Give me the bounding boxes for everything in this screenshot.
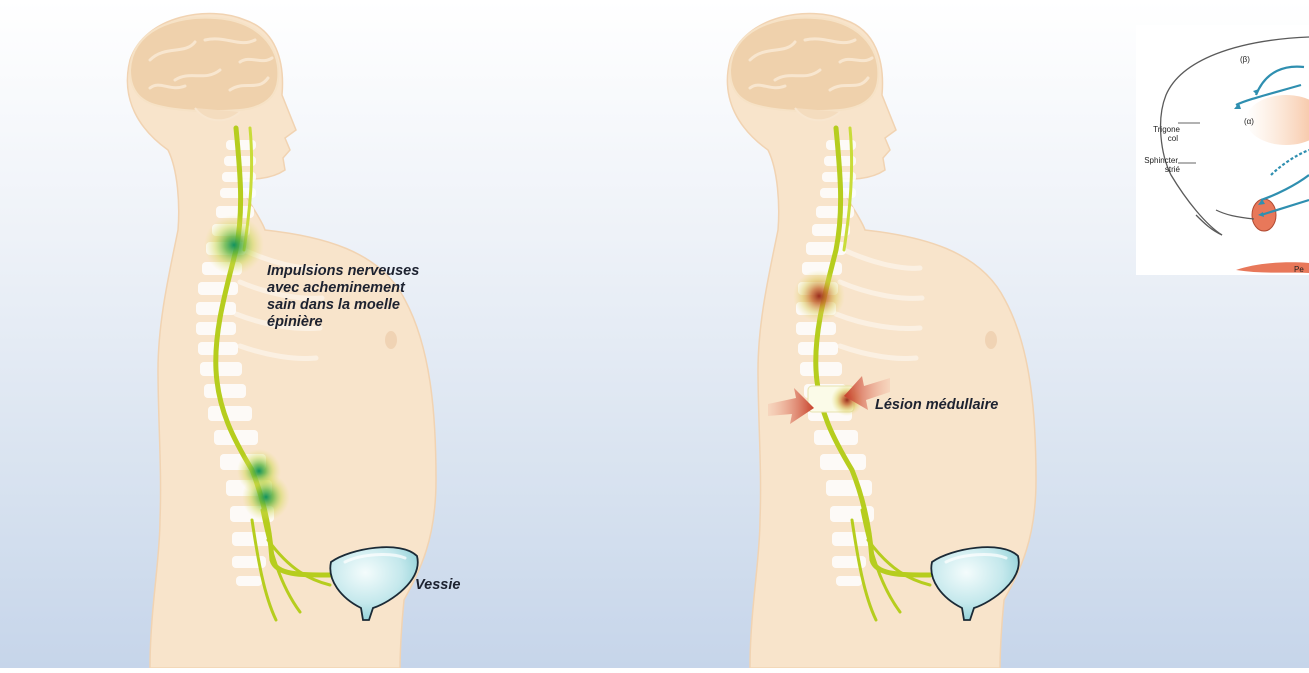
right-panel-lesion: Lésion médullaire: [600, 0, 1140, 668]
impulse-glow-lower-2: [242, 473, 290, 521]
bladder-label: Vessie: [415, 577, 460, 594]
inset-diagram: [1136, 25, 1309, 275]
sphincter-label: Sphincter: [1140, 156, 1178, 165]
healthy-body-illustration: [0, 0, 650, 668]
pelvic-partial-label: Pe: [1294, 265, 1304, 274]
beta-label: (β): [1240, 55, 1250, 64]
col-label: col: [1146, 134, 1178, 143]
impulse-glow-red: [793, 270, 845, 322]
alpha-label: (α): [1244, 117, 1254, 126]
impulse-glow-upper: [204, 215, 264, 275]
lesion-label: Lésion médullaire: [875, 397, 998, 414]
impulse-label: Impulsions nerveuses avec acheminement s…: [267, 263, 419, 331]
left-panel-healthy: Impulsions nerveuses avec acheminement s…: [0, 0, 650, 668]
trigone-label: Trigone: [1146, 125, 1180, 134]
bladder-innervation-inset: (β) (α) Trigone col Sphincter strié Pe: [1136, 25, 1309, 275]
strie-label: strié: [1146, 165, 1180, 174]
lesion-body-illustration: [600, 0, 1140, 668]
